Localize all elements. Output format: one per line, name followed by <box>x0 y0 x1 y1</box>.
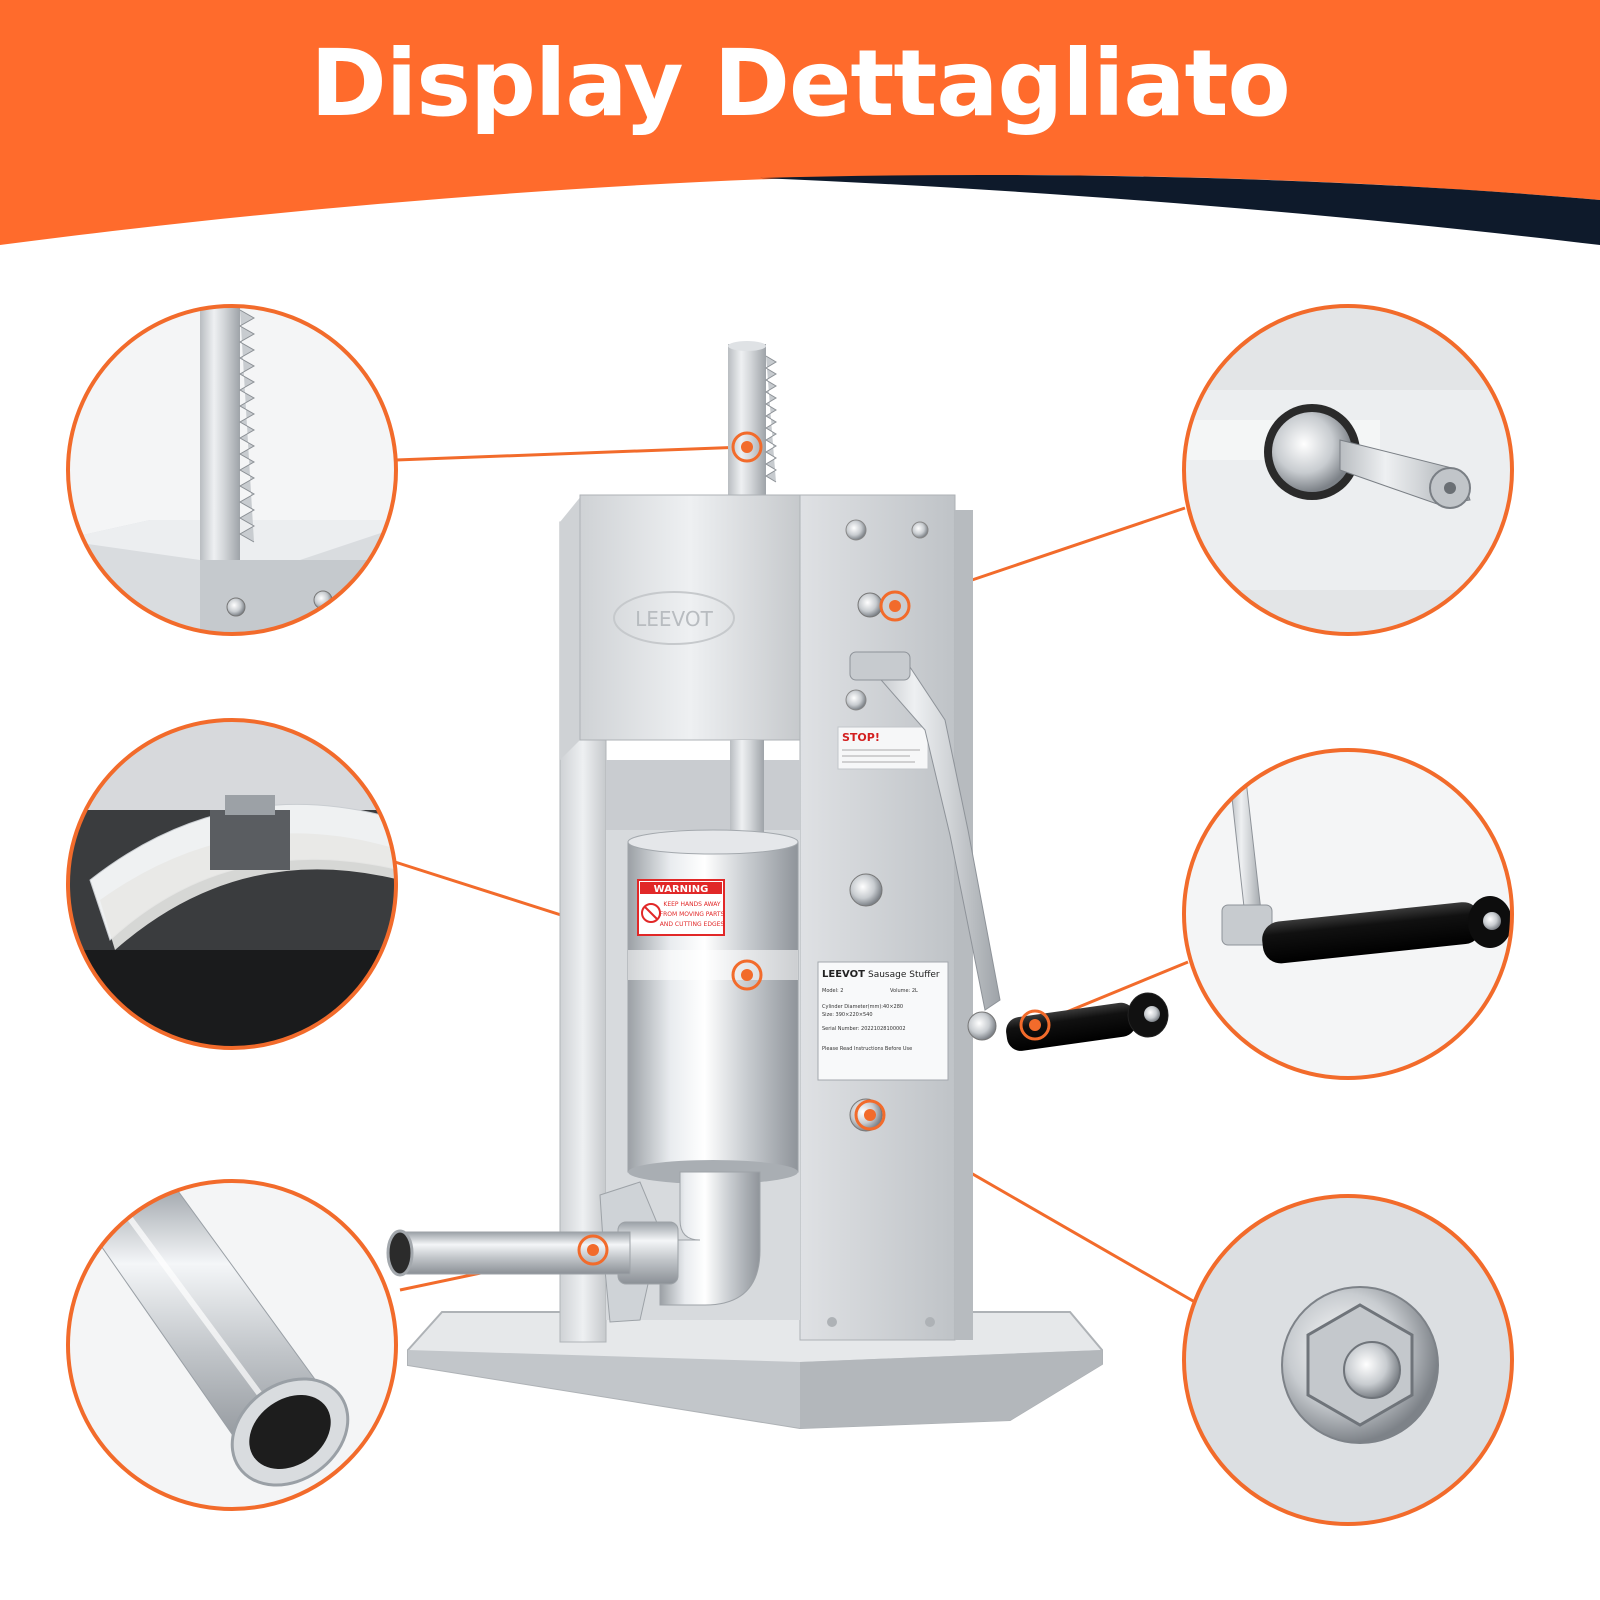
callout-dot-crank-handle <box>1019 1009 1051 1041</box>
gear-shaft-bolt <box>857 592 883 618</box>
header-background <box>0 0 1600 245</box>
elbow-pipe <box>659 1171 761 1306</box>
detail-circle-rack-rod <box>66 304 398 636</box>
center-bolt <box>849 873 883 907</box>
rack-rod <box>728 344 766 504</box>
spec-plate <box>817 961 949 1081</box>
svg-text:Sausage Stuffer: Sausage Stuffer <box>868 970 940 980</box>
svg-text:KEEP HANDS AWAY: KEEP HANDS AWAY <box>663 901 721 908</box>
right-side-panel <box>799 494 956 1341</box>
svg-text:FROM MOVING PARTS: FROM MOVING PARTS <box>660 911 725 918</box>
svg-text:Model: 2: Model: 2 <box>822 988 843 994</box>
detail-circle-piston-seal <box>66 718 398 1050</box>
callout-dots <box>577 431 1051 1266</box>
top-panel <box>579 494 801 741</box>
crank-arm <box>867 651 1001 1011</box>
callout-dot-filling-tube <box>577 1234 609 1266</box>
callout-dot-gear-shaft <box>879 590 911 622</box>
callout-line-rack-rod <box>395 445 746 462</box>
detail-circle-crank-handle <box>1182 748 1514 1080</box>
svg-text:Cylinder Diameter(mm):40×280: Cylinder Diameter(mm):40×280 <box>822 1004 903 1010</box>
svg-text:AND CUTTING EDGES: AND CUTTING EDGES <box>660 921 725 928</box>
svg-text:Please Read Instructions Befor: Please Read Instructions Before Use <box>822 1046 912 1052</box>
callout-dot-hex-bolt <box>854 1099 886 1131</box>
brand-emboss: LEEVOT <box>635 607 713 631</box>
detail-circle-filling-tube <box>66 1179 398 1511</box>
detail-circle-gear-shaft <box>1182 304 1514 636</box>
callout-dot-piston-seal <box>731 959 763 991</box>
callout-dot-rack-rod <box>731 431 763 463</box>
svg-text:Size: 390×220×540: Size: 390×220×540 <box>822 1012 873 1018</box>
svg-text:STOP!: STOP! <box>842 731 880 744</box>
page-title: Display Dettagliato <box>310 30 1290 137</box>
header-banner: Display Dettagliato <box>0 0 1600 260</box>
piston-ring-band <box>628 950 798 980</box>
svg-text:LEEVOT: LEEVOT <box>822 969 865 980</box>
svg-text:WARNING: WARNING <box>654 884 709 895</box>
svg-text:Volume: 2L: Volume: 2L <box>890 988 918 994</box>
detail-circle-hex-bolt <box>1182 1194 1514 1526</box>
svg-text:Serial Number: 20221028100002: Serial Number: 20221028100002 <box>822 1026 906 1032</box>
sausage-stuffer: LEEVOT WARNING KEEP HANDS AWAY FROM MOVI… <box>386 341 1169 1430</box>
